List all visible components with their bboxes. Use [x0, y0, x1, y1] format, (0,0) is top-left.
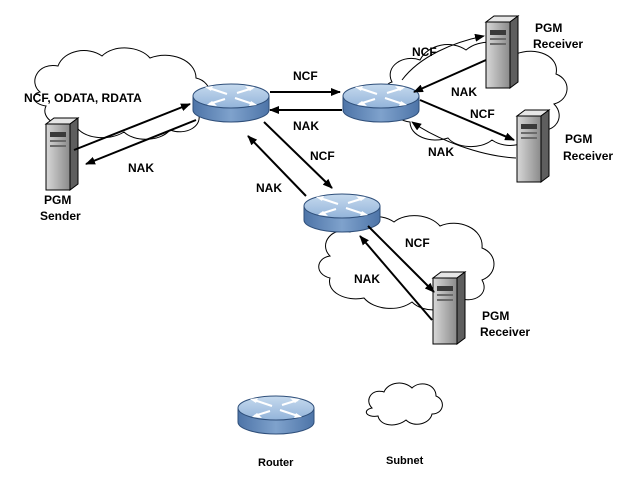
label-r1-r2-ncf: NCF	[293, 69, 318, 83]
label-r3-bottom-ncf: NCF	[405, 236, 430, 250]
label-r3-bottom-nak: NAK	[354, 272, 380, 286]
label-sender-nak: NAK	[128, 161, 154, 175]
label-r2-mid-ncf: NCF	[470, 107, 495, 121]
router-icon-2	[342, 83, 420, 123]
arrow-receiver-bottom-to-router3-nak	[359, 235, 433, 321]
label-r1-r3-ncf: NCF	[310, 149, 335, 163]
receiver-mid-label-line1: PGM	[565, 132, 592, 146]
arrow-receiver-mid-to-router2-nak	[411, 121, 517, 159]
label-sender-messages: NCF, ODATA, RDATA	[24, 91, 142, 105]
receiver-bottom-label-line1: PGM	[482, 309, 509, 323]
pgm-receiver-bottom-server-icon	[432, 271, 466, 345]
label-r2-mid-nak: NAK	[428, 145, 454, 159]
receiver-top-label-line1: PGM	[535, 21, 562, 35]
label-r2-top-nak: NAK	[451, 85, 477, 99]
arrow-router3-to-router1-nak	[247, 135, 307, 197]
arrow-router2-to-receiver-mid-ncf	[419, 99, 515, 141]
receiver-mid-label-line2: Receiver	[563, 149, 613, 163]
legend-subnet-label: Subnet	[386, 455, 424, 467]
pgm-receiver-mid-server-icon	[516, 109, 550, 183]
sender-label-line1: PGM	[44, 193, 71, 207]
label-r3-r1-nak: NAK	[256, 181, 282, 195]
pgm-sender-server-icon	[45, 117, 79, 191]
arrow-router1-to-sender-nak	[85, 119, 197, 165]
sender-label-line2: Sender	[40, 209, 81, 223]
arrow-sender-to-router1	[73, 103, 191, 151]
pgm-receiver-top-server-icon	[485, 15, 519, 89]
label-r2-top-ncf: NCF	[412, 45, 437, 59]
receiver-bottom-label-line2: Receiver	[480, 325, 530, 339]
arrow-router3-to-receiver-bottom-ncf	[367, 225, 435, 293]
arrow-router2-to-receiver-top-ncf	[401, 33, 485, 81]
arrow-router1-to-router3-ncf	[263, 121, 333, 189]
legend-subnet-cloud-icon	[365, 382, 443, 426]
receiver-top-label-line2: Receiver	[533, 37, 583, 51]
legend-router-icon	[237, 395, 315, 435]
router-icon-1	[192, 83, 270, 123]
arrow-receiver-top-to-router2-nak	[413, 59, 487, 93]
legend-router-label: Router	[258, 457, 294, 469]
label-r2-r1-nak: NAK	[293, 119, 319, 133]
